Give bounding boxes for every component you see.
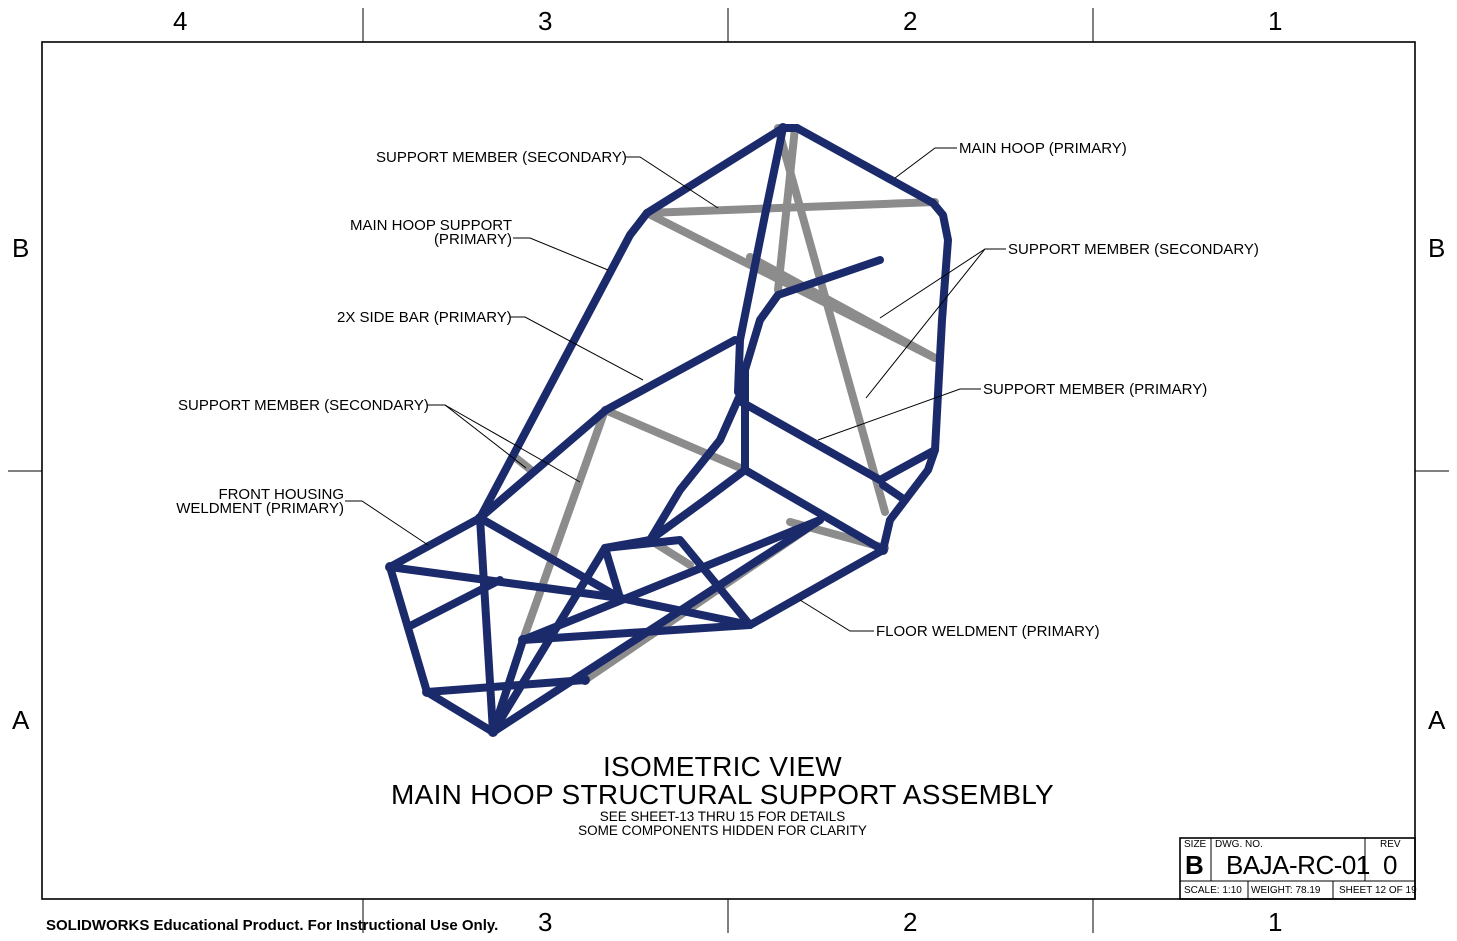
title-block-dwg-label: DWG. NO.	[1215, 839, 1263, 850]
view-title-line2: MAIN HOOP STRUCTURAL SUPPORT ASSEMBLY	[390, 779, 1055, 810]
title-block-size-label: SIZE	[1184, 839, 1207, 850]
callout-support-member-secondary-right: SUPPORT MEMBER (SECONDARY)	[1008, 241, 1259, 258]
zone-label-bottom-2: 2	[903, 907, 918, 937]
callout-front-housing-line1: FRONT HOUSING	[218, 486, 344, 503]
title-block-sheet: SHEET 12 OF 19	[1339, 885, 1417, 896]
title-block-dwg-value: BAJA-RC-01	[1226, 850, 1370, 880]
title-block-weight: WEIGHT: 78.19	[1251, 885, 1321, 896]
callout-support-member-secondary-left: SUPPORT MEMBER (SECONDARY)	[178, 397, 429, 414]
title-block-size-value: B	[1185, 850, 1204, 880]
zone-label-right-a: A	[1428, 705, 1446, 735]
educational-watermark: SOLIDWORKS Educational Product. For Inst…	[46, 917, 499, 934]
zone-label-left-a: A	[12, 705, 30, 735]
callout-support-member-secondary-top: SUPPORT MEMBER (SECONDARY)	[376, 149, 627, 166]
view-note-line2: SOME COMPONENTS HIDDEN FOR CLARITY	[578, 823, 867, 838]
zone-ticks	[8, 8, 1449, 933]
zone-label-left-b: B	[12, 233, 30, 263]
callout-side-bar-primary: 2X SIDE BAR (PRIMARY)	[337, 309, 512, 326]
callout-main-hoop-support-line1: MAIN HOOP SUPPORT	[350, 217, 512, 234]
zone-label-top-4: 4	[173, 6, 188, 36]
title-block-rev-label: REV	[1380, 839, 1401, 850]
zone-label-top-1: 1	[1268, 6, 1283, 36]
leader-lines	[345, 147, 1006, 632]
callout-support-member-primary: SUPPORT MEMBER (PRIMARY)	[983, 381, 1208, 398]
callout-front-housing-line2: WELDMENT (PRIMARY)	[176, 500, 344, 517]
title-block-grid	[1179, 837, 1416, 900]
view-title-line1: ISOMETRIC VIEW	[602, 751, 843, 782]
zone-label-bottom-1: 1	[1268, 907, 1283, 937]
zone-label-top-2: 2	[903, 6, 918, 36]
zone-label-top-3: 3	[538, 6, 553, 36]
callout-main-hoop-primary: MAIN HOOP (PRIMARY)	[959, 140, 1127, 157]
weld-nodes	[385, 123, 888, 737]
title-block-rev-value: 0	[1383, 850, 1398, 880]
callout-floor-weldment-primary: FLOOR WELDMENT (PRIMARY)	[876, 623, 1100, 640]
callout-main-hoop-support-line2: (PRIMARY)	[433, 231, 512, 248]
title-block-scale: SCALE: 1:10	[1184, 885, 1242, 896]
zone-label-bottom-3: 3	[538, 907, 553, 937]
view-note-line1: SEE SHEET-13 THRU 15 FOR DETAILS	[599, 809, 846, 824]
zone-label-right-b: B	[1428, 233, 1446, 263]
